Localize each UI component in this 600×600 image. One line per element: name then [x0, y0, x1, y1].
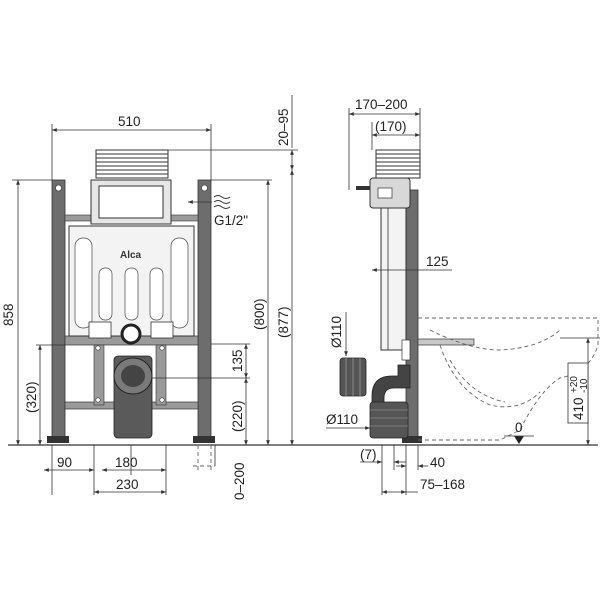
dim-170: (170) — [375, 119, 407, 134]
dim-410-tol-plus: +20 — [569, 376, 580, 393]
side-dimensions: 170–200 (170) 125 Ø110 Ø110 (7) 40 75–16… — [326, 97, 600, 495]
frame-left-foot — [47, 436, 69, 443]
dim-height-135: 135 — [230, 349, 245, 372]
dim-75-168: 75–168 — [420, 477, 465, 492]
dim-410-tol-minus: -10 — [579, 378, 590, 393]
dim-height-858: 858 — [1, 303, 16, 326]
dim-170-200: 170–200 — [355, 97, 408, 112]
dim-pipe-upper: Ø110 — [329, 316, 344, 348]
dim-125: 125 — [426, 254, 449, 269]
side-view: 0 — [339, 149, 599, 444]
dim-0-200: 0–200 — [232, 462, 247, 500]
dim-height-800: (800) — [252, 298, 267, 330]
dim-height-320: (320) — [24, 381, 39, 413]
dim-90: 90 — [57, 455, 72, 470]
flush-plate-grille — [95, 149, 169, 179]
side-flush-plate — [375, 149, 421, 179]
frame-right-foot — [193, 436, 215, 443]
frame-right-leg — [197, 179, 212, 443]
toilet-bowl-outline — [418, 317, 599, 441]
front-view: Alca G1/2" — [47, 149, 248, 470]
front-dimensions: 510 858 (320) 135 (220) (800) (877) 20–9… — [1, 95, 298, 500]
frame-left-leg — [51, 179, 66, 443]
flush-outlet — [120, 323, 142, 345]
floor-zero-marker — [514, 436, 524, 444]
dim-410: 410 — [571, 397, 586, 420]
dim-20-95: 20–95 — [276, 108, 291, 146]
side-cistern — [380, 207, 407, 351]
brand-logo: Alca — [120, 250, 142, 261]
dim-7: (7) — [360, 447, 377, 462]
dim-height-220: (220) — [230, 400, 245, 432]
dim-height-877: (877) — [276, 306, 291, 338]
water-inlet-icon — [213, 195, 231, 209]
floor-zero-label: 0 — [515, 420, 523, 435]
dim-width-510: 510 — [118, 114, 141, 129]
dim-pipe-lower: Ø110 — [326, 412, 358, 427]
dim-180: 180 — [115, 455, 138, 470]
water-inlet-label: G1/2" — [214, 213, 248, 228]
dim-40: 40 — [430, 455, 445, 470]
dim-230: 230 — [116, 477, 139, 492]
